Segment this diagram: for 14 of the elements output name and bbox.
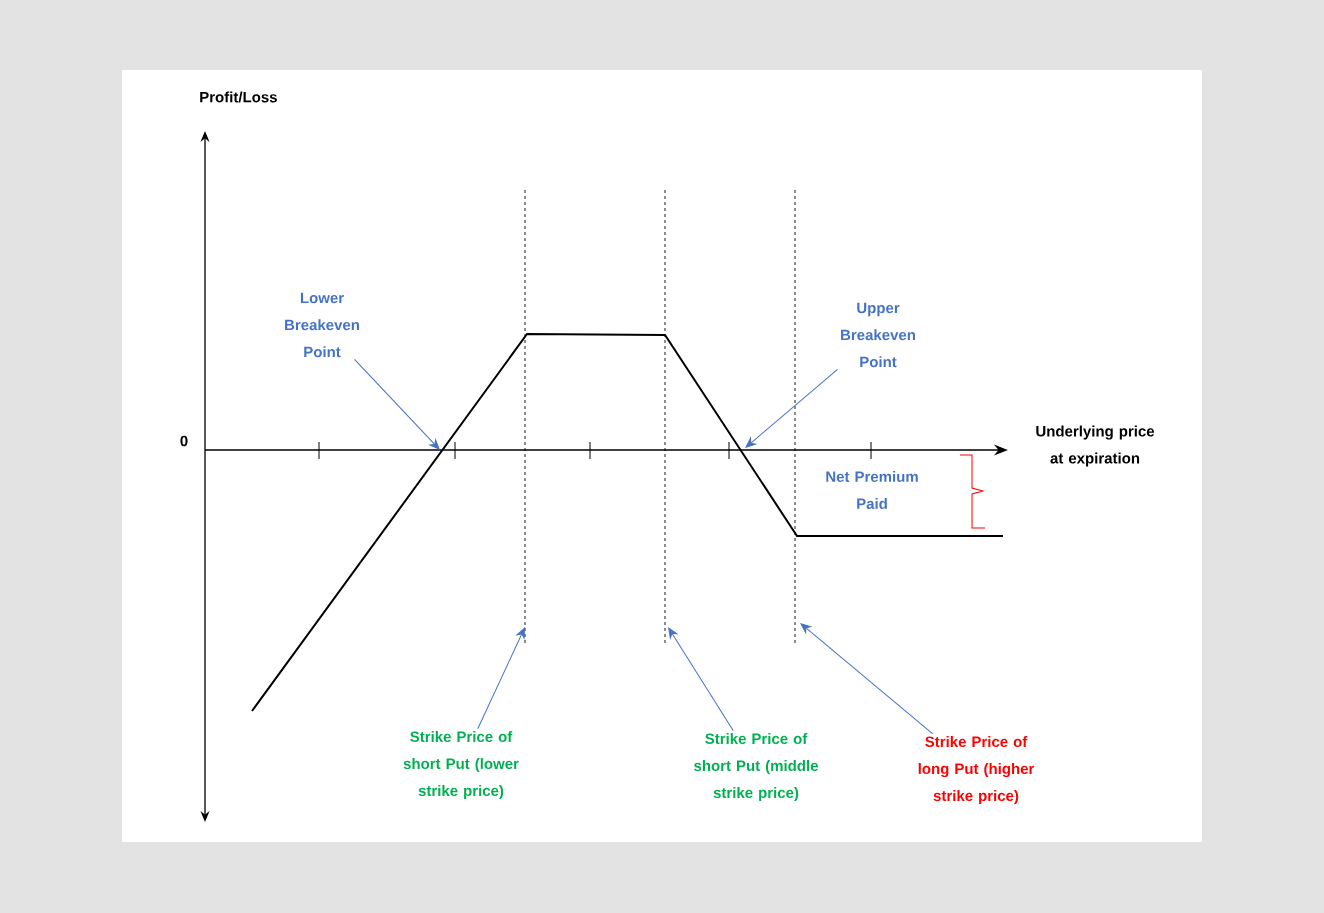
callout-text: Upper Breakeven Point <box>841 302 915 368</box>
axis-label: Underlying price at expiration <box>1036 425 1155 467</box>
callout-text: Strike Price of long Put (higher strike price) <box>918 736 1035 804</box>
callout-text: Strike Price of short Put (lower strike price) <box>403 731 519 799</box>
callout-text: Lower Breakeven Point <box>285 292 359 358</box>
leader-arrow <box>354 358 440 450</box>
axis-label: Profit/Loss <box>200 91 277 103</box>
leader-arrow <box>800 623 934 735</box>
callout-text: Strike Price of short Put (middle strike price) <box>694 733 818 801</box>
leader-arrow <box>477 627 525 730</box>
leader-arrow <box>668 627 734 732</box>
leader-arrow <box>745 368 839 448</box>
annotation-text: Net Premium Paid <box>826 471 918 509</box>
axis-tick-label: 0 <box>180 435 188 447</box>
